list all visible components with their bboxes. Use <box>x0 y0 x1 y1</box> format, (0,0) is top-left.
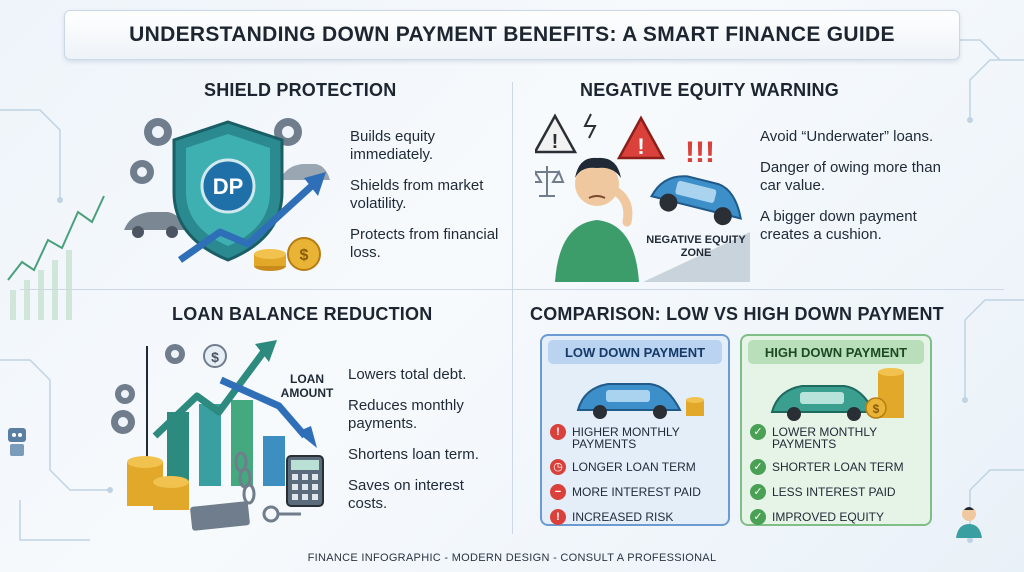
check-circle-icon: ✓ <box>750 484 766 500</box>
high-card-heading: HIGH DOWN PAYMENT <box>748 340 924 364</box>
low-card-item: − MORE INTEREST PAID <box>550 484 724 500</box>
key-icon <box>262 505 301 523</box>
negative-equity-zone-label: NEGATIVE EQUITY ZONE <box>646 234 746 259</box>
warning-circle-icon: ! <box>550 509 566 525</box>
calculator-icon <box>286 455 324 507</box>
title-banner: UNDERSTANDING DOWN PAYMENT BENEFITS: A S… <box>64 10 960 60</box>
warning-icon: ! <box>535 113 578 154</box>
high-card-item: ✓ SHORTER LOAN TERM <box>750 459 926 475</box>
high-card-item: ✓ IMPROVED EQUITY <box>750 509 926 525</box>
dp-badge-text: DP <box>213 174 244 199</box>
loan-section-title: LOAN BALANCE REDUCTION <box>172 304 433 324</box>
loan-bullet: Saves on interest costs. <box>348 477 464 512</box>
coin-stack-icon <box>686 397 704 416</box>
loan-bullet: Shortens loan term. <box>348 446 479 463</box>
negative-bullets: Avoid “Underwater” loans. Danger of owin… <box>760 128 950 257</box>
footer-note: FINANCE INFOGRAPHIC - MODERN DESIGN - CO… <box>307 552 717 564</box>
user-avatar-icon <box>956 507 982 538</box>
check-circle-icon: ✓ <box>750 509 766 525</box>
negative-equity-illustration: ! ! !!! <box>535 113 750 282</box>
svg-text:$: $ <box>211 349 219 365</box>
shield-bullet: Builds equity immediately. <box>350 128 436 163</box>
svg-text:$: $ <box>873 402 880 416</box>
loan-reduction-illustration: $ <box>111 340 324 531</box>
high-card-item: ✓ LOWER MONTHLY PAYMENTS <box>750 424 926 450</box>
loan-document-icon <box>190 501 250 531</box>
gear-icon <box>165 344 185 364</box>
low-card-list: ! HIGHER MONTHLY PAYMENTS ◷ LONGER LOAN … <box>550 424 724 534</box>
minus-circle-icon: − <box>550 484 566 500</box>
coin-stack-icon: $ <box>865 368 904 419</box>
dollar-coin-icon: $ <box>203 344 227 368</box>
coin-stack-icon <box>127 456 189 510</box>
high-card-item: ✓ LESS INTEREST PAID <box>750 484 926 500</box>
shield-bullet: Shields from market volatility. <box>350 177 484 212</box>
loan-bullet: Reduces monthly payments. <box>348 397 464 432</box>
svg-text:!: ! <box>552 131 559 153</box>
gear-icon <box>111 410 135 434</box>
svg-text:!: ! <box>637 134 644 159</box>
low-card-item: ! HIGHER MONTHLY PAYMENTS <box>550 424 724 450</box>
vertical-divider <box>512 82 513 534</box>
car-icon <box>576 383 682 419</box>
car-with-many-coins: $ <box>770 368 904 421</box>
svg-text:$: $ <box>300 247 309 264</box>
shield-section-title: SHIELD PROTECTION <box>204 80 397 100</box>
high-down-payment-card: HIGH DOWN PAYMENT $ ✓ LOWER MONTHLY PAYM… <box>740 334 932 526</box>
comparison-section-title: COMPARISON: LOW VS HIGH DOWN PAYMENT <box>530 304 944 324</box>
car-icon <box>124 212 186 230</box>
shield-bullets: Builds equity immediately. Shields from … <box>350 128 500 275</box>
high-card-list: ✓ LOWER MONTHLY PAYMENTS ✓ SHORTER LOAN … <box>750 424 926 534</box>
lightning-icon <box>583 113 597 139</box>
shield-bullet: Protects from financial loss. <box>350 226 499 261</box>
loan-bullet: Lowers total debt. <box>348 366 467 383</box>
low-card-item: ◷ LONGER LOAN TERM <box>550 459 724 475</box>
page-title: UNDERSTANDING DOWN PAYMENT BENEFITS: A S… <box>129 23 895 46</box>
low-down-payment-card: LOW DOWN PAYMENT ! HIGHER MONTHLY PAYMEN… <box>540 334 730 526</box>
loan-amount-label: LOAN AMOUNT <box>280 372 334 400</box>
low-card-item: ! INCREASED RISK <box>550 509 724 525</box>
clock-icon: ◷ <box>550 459 566 475</box>
robot-icon <box>8 428 26 456</box>
shield-illustration: DP $ <box>124 118 330 271</box>
worried-person-icon <box>555 157 639 282</box>
coin-stack-icon: $ <box>254 237 321 271</box>
gear-icon <box>115 384 135 404</box>
negative-bullet: A bigger down payment creates a cushion. <box>760 208 917 243</box>
negative-bullet: Avoid “Underwater” loans. <box>760 128 934 145</box>
horizontal-divider <box>20 289 1004 290</box>
scale-icon <box>535 166 565 197</box>
gear-icon <box>144 118 172 146</box>
low-card-heading: LOW DOWN PAYMENT <box>548 340 722 364</box>
warning-circle-icon: ! <box>550 424 566 440</box>
check-circle-icon: ✓ <box>750 424 766 440</box>
warning-icon: ! <box>616 115 666 160</box>
car-icon <box>650 175 743 226</box>
loan-bullets: Lowers total debt. Reduces monthly payme… <box>348 366 498 526</box>
exclamation-icon: !!! <box>685 136 715 169</box>
gear-icon <box>130 160 154 184</box>
negative-bullet: Danger of owing more than car value. <box>760 159 941 194</box>
negative-section-title: NEGATIVE EQUITY WARNING <box>580 80 839 100</box>
car-icon <box>770 385 876 421</box>
chain-icon <box>234 451 256 505</box>
car-with-few-coins <box>576 383 704 419</box>
check-circle-icon: ✓ <box>750 459 766 475</box>
